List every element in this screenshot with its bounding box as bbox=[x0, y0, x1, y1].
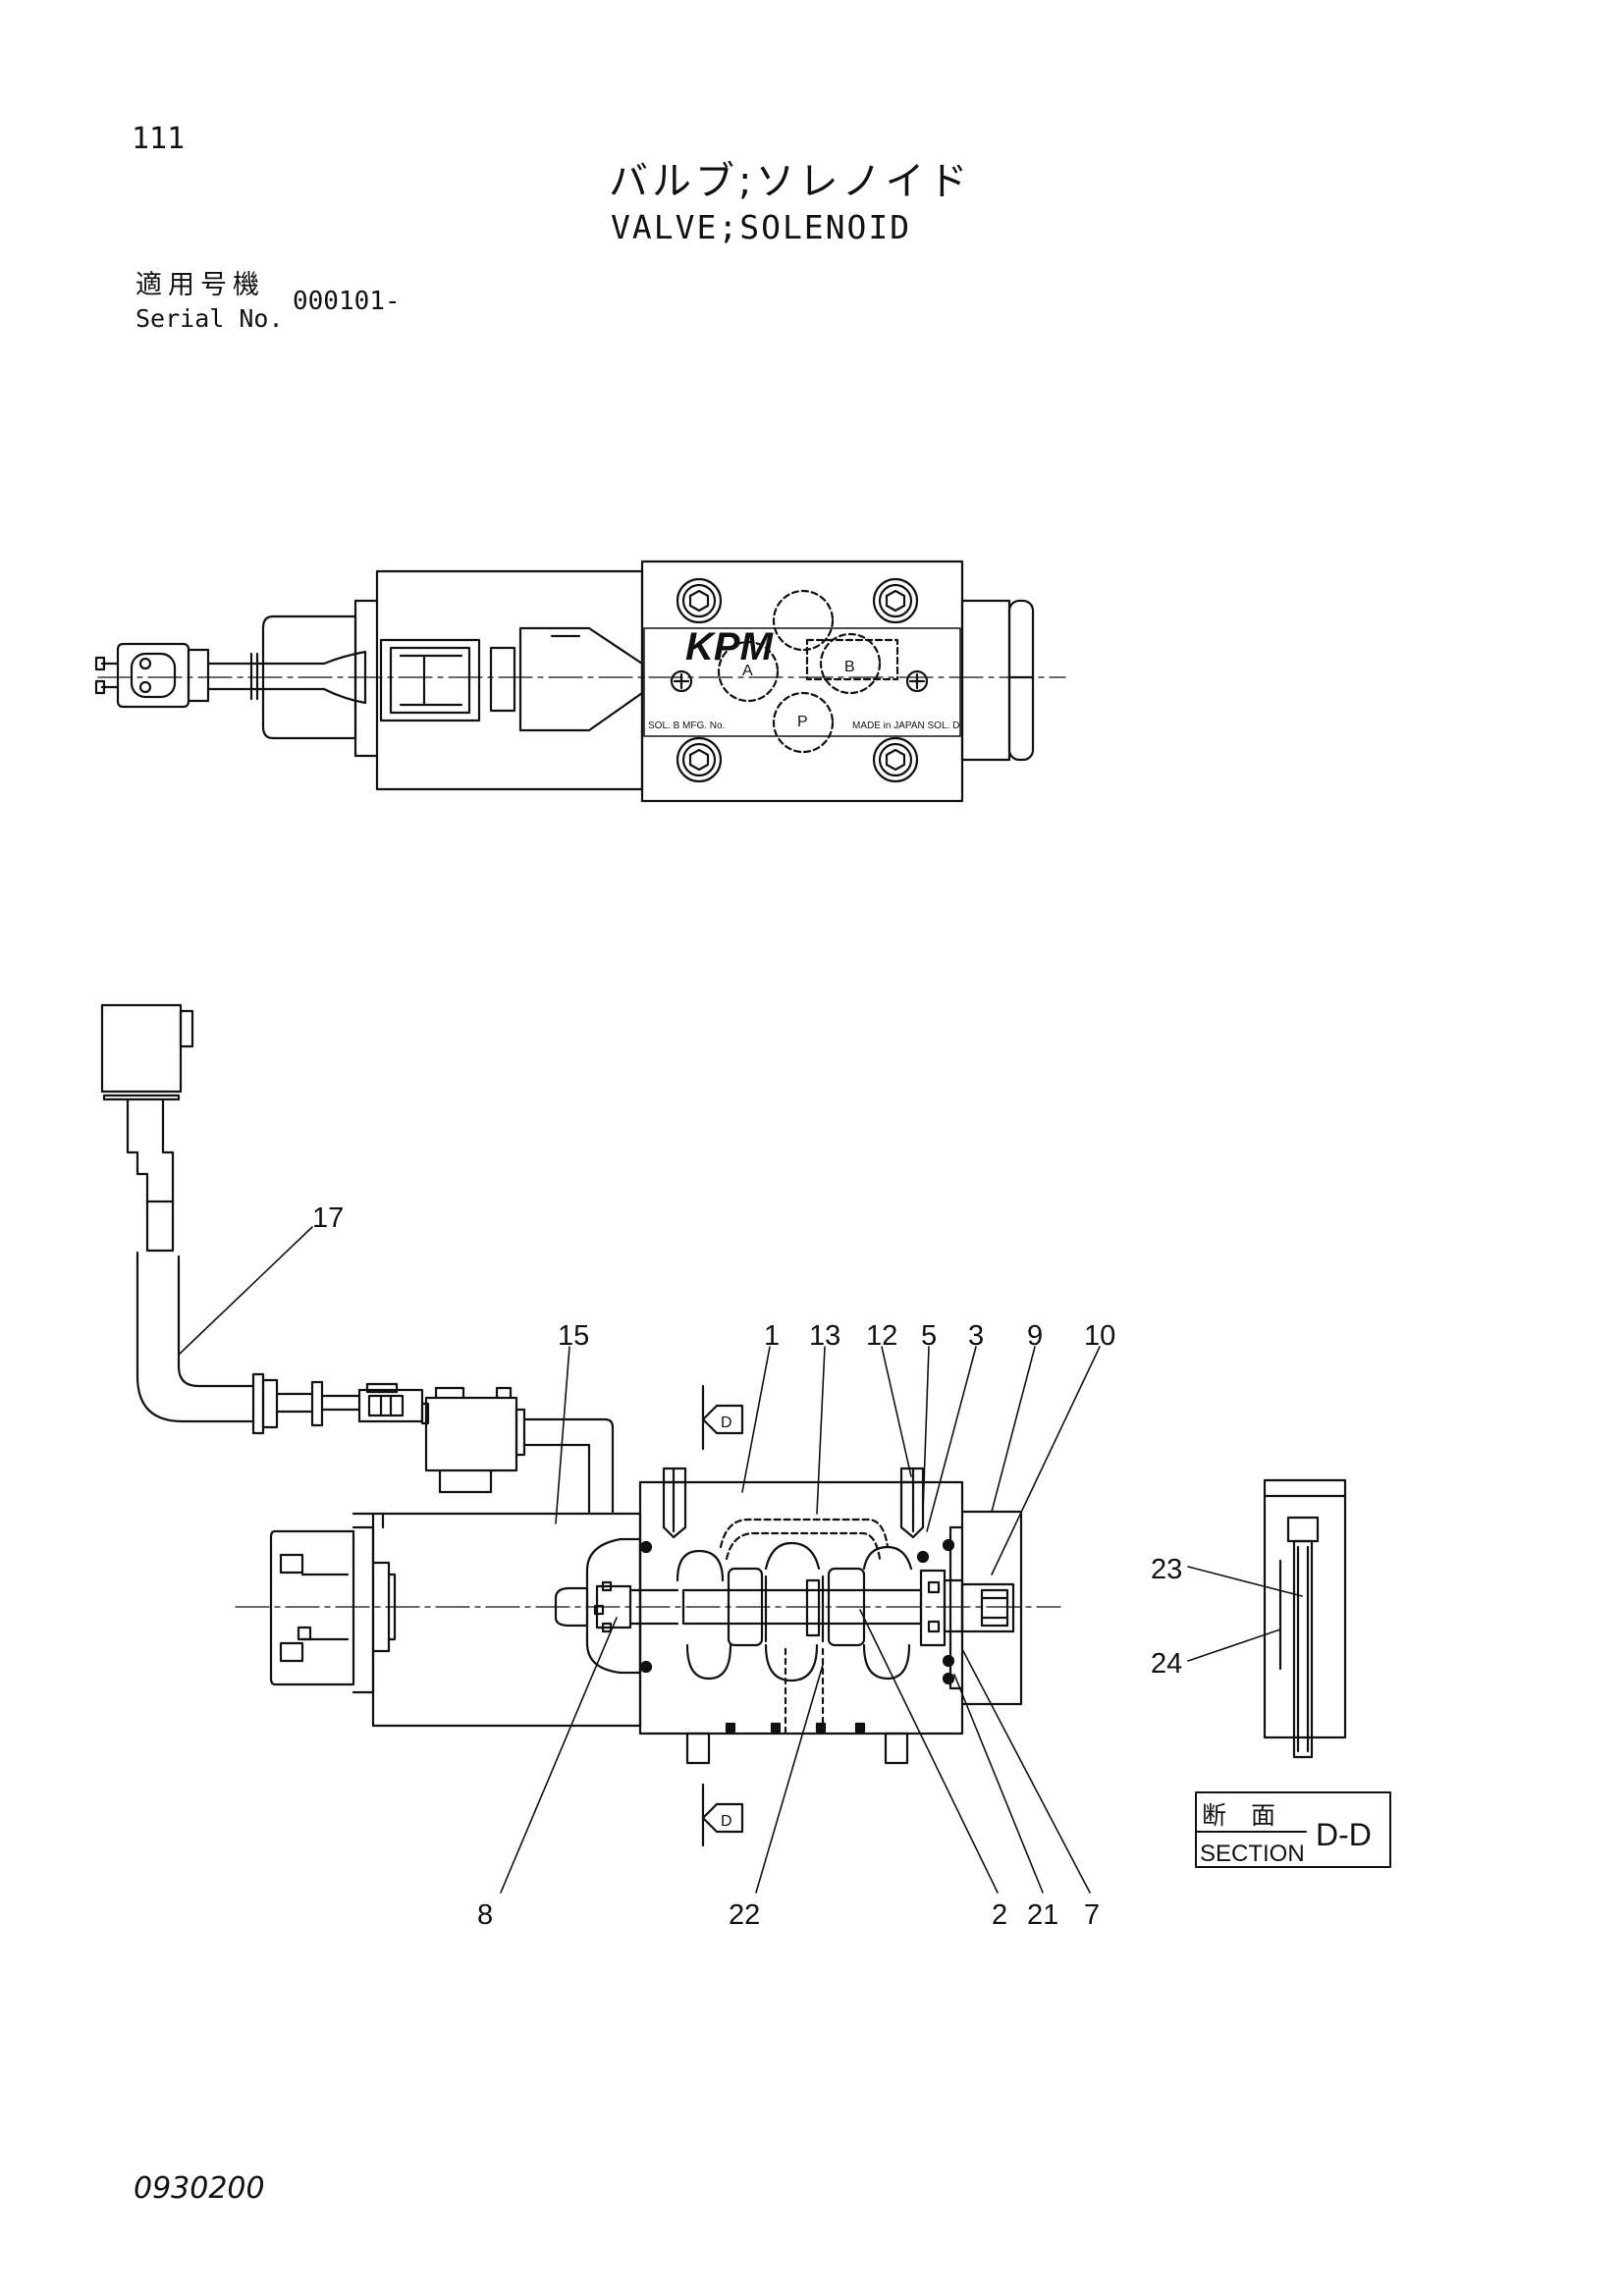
callout-23: 23 bbox=[1151, 1554, 1182, 1585]
callout-leaders bbox=[178, 1226, 1303, 1894]
end-cap-section bbox=[943, 1510, 1023, 1706]
callout-24: 24 bbox=[1151, 1648, 1182, 1680]
callout-9: 9 bbox=[1027, 1320, 1043, 1352]
page-number: 111 bbox=[132, 122, 186, 156]
plate-text-right: MADE in JAPAN SOL. D bbox=[852, 721, 959, 731]
callout-22: 22 bbox=[729, 1899, 760, 1931]
callout-10: 10 bbox=[1084, 1320, 1115, 1352]
callout-8: 8 bbox=[477, 1899, 493, 1931]
section-label-box: 断 面 SECTION D-D bbox=[1195, 1791, 1391, 1868]
section-label-jp: 断 面 bbox=[1202, 1801, 1275, 1830]
serial-number-value: 000101- bbox=[293, 287, 401, 316]
callout-2: 2 bbox=[992, 1899, 1007, 1931]
serial-label-english: Serial No. bbox=[135, 304, 284, 333]
callout-13: 13 bbox=[809, 1320, 840, 1352]
port-label-b: B bbox=[844, 659, 855, 675]
callout-1: 1 bbox=[764, 1320, 780, 1352]
bolt-icon bbox=[676, 577, 723, 624]
callout-12: 12 bbox=[866, 1320, 897, 1352]
valve-body-top: KPM A B P SOL. B MFG. No. MADE in JAPAN … bbox=[640, 560, 964, 803]
connector-housing-section bbox=[357, 1382, 615, 1514]
plunger-section bbox=[554, 1537, 679, 1675]
serial-label-japanese: 適用号機 bbox=[135, 270, 265, 300]
cut-label-bottom: D bbox=[721, 1813, 732, 1830]
title-english: VALVE;SOLENOID bbox=[611, 208, 912, 246]
plate-text-left: SOL. B MFG. No. bbox=[648, 721, 725, 731]
callout-5: 5 bbox=[921, 1320, 937, 1352]
section-cut-marker-bottom: D bbox=[701, 1783, 744, 1847]
connector-cable-section bbox=[100, 1003, 361, 1435]
port-label-p: P bbox=[797, 714, 808, 730]
top-view: KPM A B P SOL. B MFG. No. MADE in JAPAN … bbox=[94, 560, 1066, 803]
callout-7: 7 bbox=[1084, 1899, 1100, 1931]
bolt-icon bbox=[872, 736, 919, 783]
port-label-a: A bbox=[742, 663, 753, 679]
section-view: D D bbox=[100, 1003, 1391, 1931]
section-label-id: D-D bbox=[1316, 1817, 1372, 1852]
section-label-en: SECTION bbox=[1200, 1841, 1305, 1867]
bolt-icon bbox=[872, 577, 919, 624]
document-code: 0930200 bbox=[134, 2171, 265, 2206]
callout-21: 21 bbox=[1027, 1899, 1058, 1931]
callout-3: 3 bbox=[968, 1320, 984, 1352]
cut-label-top: D bbox=[721, 1415, 732, 1431]
solenoid-cap-top bbox=[261, 599, 379, 758]
brand-logo: KPM bbox=[685, 625, 775, 668]
callout-17: 17 bbox=[312, 1202, 344, 1234]
valve-body-section bbox=[638, 1467, 964, 1765]
section-cut-marker-top: D bbox=[701, 1384, 744, 1451]
bolt-icon bbox=[676, 736, 723, 783]
solenoid-body-section bbox=[269, 1512, 642, 1728]
screw-icon bbox=[905, 669, 929, 693]
cable-top-view bbox=[206, 650, 367, 705]
solenoid-body-top bbox=[375, 569, 644, 791]
end-cap-top bbox=[960, 599, 1035, 762]
screw-icon bbox=[670, 669, 693, 693]
connector-plug-top bbox=[94, 642, 210, 709]
title-japanese: バルブ;ソレノイド bbox=[609, 159, 972, 204]
callout-15: 15 bbox=[558, 1320, 589, 1352]
section-dd-detail bbox=[1263, 1478, 1347, 1759]
